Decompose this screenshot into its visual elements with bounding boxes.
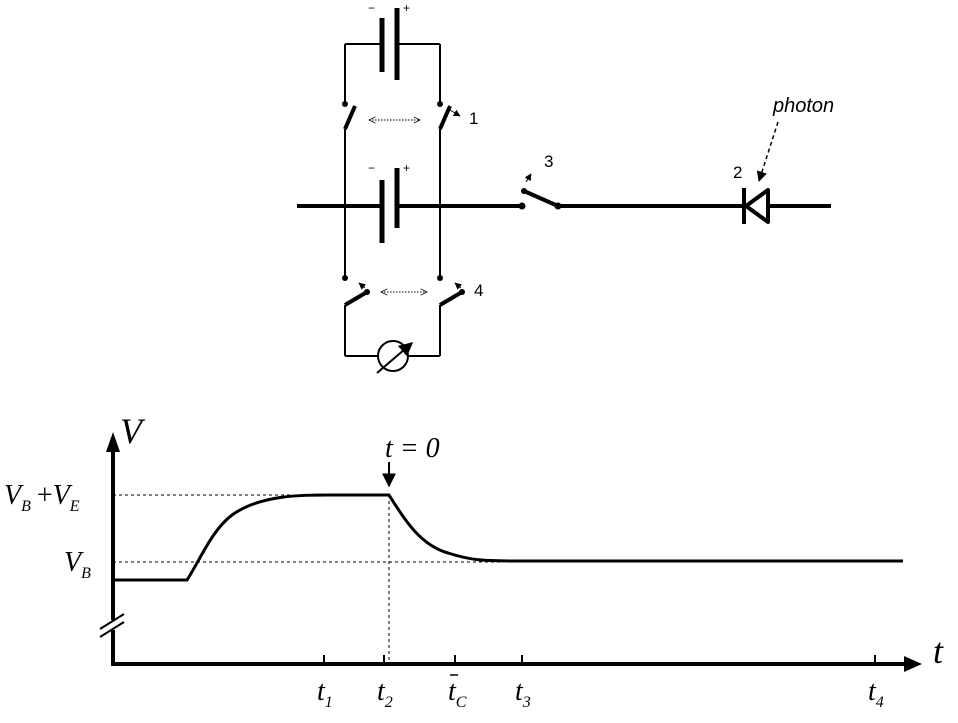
switch-1-left-blade[interactable] — [343, 105, 357, 130]
y-axis-label: V — [120, 411, 146, 451]
x-tick-label-main: t — [448, 676, 457, 707]
switch-4-left-blade[interactable] — [343, 290, 369, 307]
main-line: − + — [297, 161, 522, 243]
switch-3-left-contact — [518, 202, 526, 210]
switch-1-right-contact-top — [437, 101, 443, 107]
switch-4-right-blade[interactable] — [438, 290, 464, 307]
switch-4-left-contact-top — [342, 275, 348, 281]
x-tick-label: tC — [448, 676, 467, 711]
event-label-text: t = 0 — [385, 433, 440, 464]
x-tick-label: t3 — [515, 676, 531, 711]
switch-3-label: 3 — [544, 152, 553, 171]
top-battery-minus-label: − — [368, 1, 375, 15]
x-tick-label-main: t — [317, 676, 326, 707]
x-tick-label: t2 — [377, 676, 393, 711]
x-tick-label-main: t — [377, 676, 386, 707]
switch-pair-1[interactable]: 1 — [342, 101, 478, 278]
level-high-op: + — [37, 480, 53, 511]
level-low-label: VB — [64, 547, 91, 582]
circuit-diagram: − + 1 − + — [297, 1, 834, 374]
y-axis-break-icon — [99, 613, 125, 638]
switch-1-label: 1 — [469, 109, 478, 128]
switch-3-blade[interactable] — [523, 189, 559, 208]
middle-capacitor-minus-label: − — [368, 161, 375, 175]
switch-1-action-arrow — [449, 109, 461, 117]
voltage-curve — [114, 493, 903, 582]
x-tick-label-sub: C — [456, 694, 467, 711]
switch-1-right-blade[interactable] — [438, 105, 452, 130]
switch-3-action-arrow — [524, 173, 532, 183]
voltmeter-icon — [376, 340, 414, 374]
top-battery-plus-label: + — [403, 1, 410, 15]
x-tick-label-main: t — [868, 676, 877, 707]
event-label: t = 0 — [385, 433, 440, 464]
photodiode: 2 photon — [733, 95, 834, 224]
level-high-sub2: E — [69, 498, 80, 515]
diode-triangle — [744, 188, 770, 224]
level-high-sub1: B — [21, 498, 31, 515]
x-tick-label: t1 — [317, 676, 333, 711]
level-low-main: V — [64, 547, 84, 578]
y-axis-arrowhead — [106, 432, 120, 452]
switch-3[interactable]: 3 — [518, 152, 743, 210]
x-tick-label-sub: 3 — [522, 694, 531, 711]
diode-label: 2 — [733, 163, 742, 182]
switch-1-left-contact-top — [342, 101, 348, 107]
x-axis-label: t — [933, 631, 944, 671]
switch-pair-4[interactable]: 4 — [342, 275, 483, 357]
photon-arrow — [756, 121, 779, 182]
level-low-sub: B — [81, 565, 91, 582]
photon-label: photon — [772, 95, 834, 117]
switch-4-label: 4 — [474, 281, 483, 300]
x-tick-label: t4 — [868, 676, 884, 711]
middle-capacitor-plus-label: + — [403, 161, 410, 175]
x-tick-label-main: t — [515, 676, 524, 707]
x-axis-arrowhead — [904, 656, 922, 672]
switch-4-right-action-arrow — [454, 282, 463, 290]
top-battery-branch: − + — [344, 1, 441, 104]
x-tick-label-sub: 2 — [385, 694, 393, 711]
x-tick-label-sub: 4 — [876, 694, 884, 711]
switch-4-left-action-arrow — [358, 282, 367, 290]
switch-4-right-contact-top — [437, 275, 443, 281]
level-high-main1: V — [4, 480, 24, 511]
x-tick-label-sub: 1 — [325, 694, 333, 711]
level-high-main2: V — [53, 480, 73, 511]
level-high-label: VB+VE — [4, 480, 80, 515]
